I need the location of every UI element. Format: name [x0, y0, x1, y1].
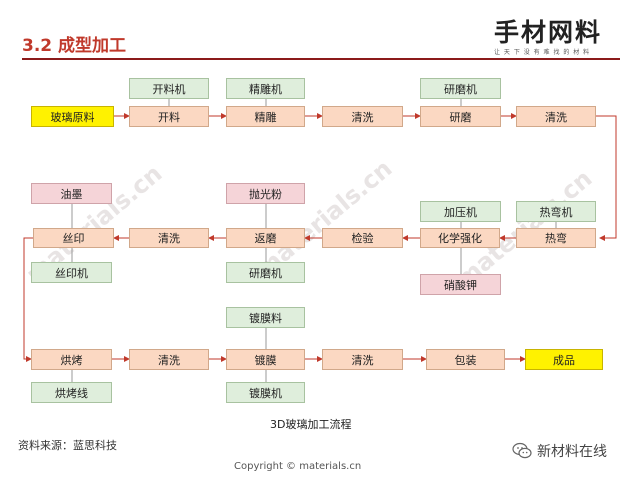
page-title: 3.2 成型加工: [22, 36, 127, 56]
step-engraving: 精雕: [226, 106, 305, 127]
step-finished-product: 成品: [525, 349, 603, 370]
step-packaging: 包装: [426, 349, 505, 370]
material-polishing-powder: 抛光粉: [226, 183, 305, 204]
material-ink: 油墨: [31, 183, 112, 204]
equipment-baking-line: 烘烤线: [31, 382, 112, 403]
material-potassium-nitrate: 硝酸钾: [420, 274, 501, 295]
step-cleaning: 清洗: [322, 106, 403, 127]
material-coating: 镀膜料: [226, 307, 305, 328]
step-inspection: 检验: [322, 228, 403, 248]
wechat-name: 新材料在线: [537, 444, 607, 460]
flow-arrow: [596, 115, 617, 241]
diagram-caption: 3D玻璃加工流程: [270, 418, 352, 431]
logo-text: 手材网料: [494, 18, 603, 47]
step-cleaning: 清洗: [129, 349, 209, 370]
wechat-account: 新材料在线: [512, 441, 607, 461]
step-cleaning: 清洗: [516, 106, 596, 127]
step-silk-screen: 丝印: [33, 228, 114, 248]
step-raw-glass: 玻璃原料: [31, 106, 114, 127]
logo-tagline: 让 天 下 没 有 难 找 的 材 料: [494, 49, 591, 56]
equipment-cnc-engraver: 精雕机: [226, 78, 305, 99]
source-note: 资料来源：蓝思科技: [18, 439, 117, 452]
step-grinding: 研磨: [420, 106, 501, 127]
equipment-hot-bending: 热弯机: [516, 201, 596, 222]
equipment-grinder: 研磨机: [420, 78, 501, 99]
wechat-icon: [512, 442, 532, 459]
equipment-coating-machine: 镀膜机: [226, 382, 305, 403]
equipment-press: 加压机: [420, 201, 501, 222]
brand-logo: 手材网料 让 天 下 没 有 难 找 的 材 料: [494, 18, 620, 57]
step-cleaning: 清洗: [322, 349, 403, 370]
step-chemical-strengthening: 化学强化: [420, 228, 500, 248]
equipment-silk-screen-machine: 丝印机: [31, 262, 112, 283]
flow-arrow: [23, 237, 33, 362]
equipment-cutting-machine: 开料机: [129, 78, 209, 99]
step-coating: 镀膜: [226, 349, 305, 370]
step-cutting: 开料: [129, 106, 209, 127]
step-cleaning: 清洗: [129, 228, 209, 248]
title-divider: [22, 58, 620, 60]
step-hot-bending: 热弯: [516, 228, 596, 248]
equipment-grinder: 研磨机: [226, 262, 305, 283]
step-regrinding: 返磨: [226, 228, 305, 248]
copyright: Copyright © materials.cn: [234, 461, 362, 472]
step-baking: 烘烤: [31, 349, 112, 370]
